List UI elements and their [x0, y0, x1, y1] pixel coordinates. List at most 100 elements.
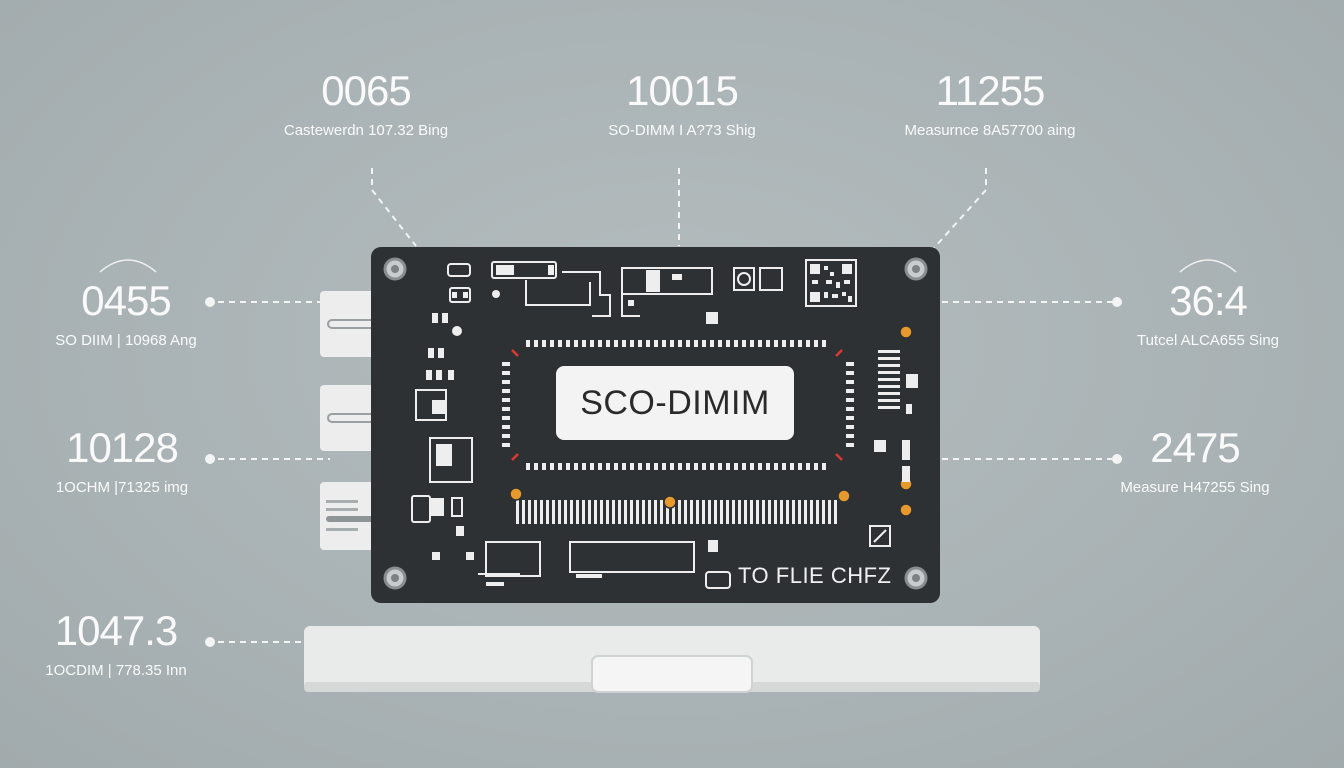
chip-pin: [550, 463, 554, 470]
chip-pin: [662, 340, 666, 347]
chip-pin: [782, 340, 786, 347]
chip-pin: [758, 340, 762, 347]
annotation-top-center: 10015 SO-DIMM I A?73 Shig: [582, 67, 782, 140]
qr-code: [805, 259, 857, 307]
edge-pin: [558, 500, 561, 524]
edge-pin: [528, 500, 531, 524]
chip-pin: [654, 340, 658, 347]
chip-pin: [742, 340, 746, 347]
chip-pin: [846, 434, 854, 438]
edge-pin: [708, 500, 711, 524]
chip-pin: [502, 407, 510, 411]
chip-pin: [846, 425, 854, 429]
annotation-value: 10015: [626, 67, 739, 114]
chip-pin: [726, 340, 730, 347]
edge-pin: [606, 500, 609, 524]
chip-pin: [590, 463, 594, 470]
chip-pin: [662, 463, 666, 470]
chip-pin: [846, 389, 854, 393]
annotation-label: Measure H47255 Sing: [1120, 479, 1270, 496]
edge-pin: [768, 500, 771, 524]
edge-pin: [546, 500, 549, 524]
annotation-label: 1OCHM |71325 img: [55, 479, 189, 496]
chip-pin: [502, 416, 510, 420]
edge-pin: [660, 500, 663, 524]
edge-pin: [810, 500, 813, 524]
chip-pin: [590, 340, 594, 347]
edge-pin: [678, 500, 681, 524]
chip-pin: [790, 340, 794, 347]
chip-pin: [598, 340, 602, 347]
mounting-hole: [383, 257, 928, 590]
base-plate: [304, 626, 1040, 693]
chip-pin: [606, 463, 610, 470]
chip-pin: [806, 340, 810, 347]
chip-pin: [782, 463, 786, 470]
edge-pin: [804, 500, 807, 524]
chip-pin: [638, 340, 642, 347]
chip-pin: [766, 340, 770, 347]
annotation-mid-left: 0455 SO DIIM | 10968 Ang: [26, 277, 226, 350]
chip-pin: [694, 463, 698, 470]
edge-pin: [738, 500, 741, 524]
edge-pin: [540, 500, 543, 524]
edge-pin: [642, 500, 645, 524]
edge-pin: [654, 500, 657, 524]
edge-pin: [744, 500, 747, 524]
chip-pin: [750, 340, 754, 347]
edge-pin: [720, 500, 723, 524]
chip-pin: [774, 463, 778, 470]
chip-pin: [758, 463, 762, 470]
right-components: [486, 350, 918, 586]
chip-pin: [670, 340, 674, 347]
right-outlines: [705, 525, 891, 589]
chip-pin: [630, 463, 634, 470]
chip-pin: [846, 371, 854, 375]
orange-screws: [509, 325, 913, 517]
edge-pin: [702, 500, 705, 524]
edge-pin: [600, 500, 603, 524]
annotation-label: Castewerdn 107.32 Bing: [283, 122, 449, 139]
edge-pin: [696, 500, 699, 524]
chip-pin: [686, 340, 690, 347]
edge-pin: [522, 500, 525, 524]
chip-pin: [670, 463, 674, 470]
edge-pin: [786, 500, 789, 524]
chip-pin: [558, 340, 562, 347]
edge-pin: [714, 500, 717, 524]
left-outlines: [411, 389, 695, 577]
chip-pin: [846, 416, 854, 420]
edge-pin: [756, 500, 759, 524]
chip-pin: [622, 340, 626, 347]
chip-pin: [846, 398, 854, 402]
chip-pin: [502, 380, 510, 384]
chip-pin: [694, 340, 698, 347]
chip-pin: [846, 380, 854, 384]
chip-pin: [654, 463, 658, 470]
arc-mark: [1179, 259, 1237, 273]
annotation-label: Measurnce 8A57700 aing: [904, 122, 1076, 139]
chip-pin: [678, 463, 682, 470]
chip-pin: [846, 407, 854, 411]
annotation-value: 11255: [935, 67, 1046, 114]
edge-pin: [798, 500, 801, 524]
chip-pin: [534, 463, 538, 470]
edge-pin: [780, 500, 783, 524]
mounting-hole-center: [391, 265, 920, 582]
chip-pin: [774, 340, 778, 347]
silkscreen-text: TO FLIE CHFZ: [738, 563, 892, 588]
chip-pin: [710, 340, 714, 347]
edge-pin: [552, 500, 555, 524]
chip-pin: [622, 463, 626, 470]
annotation-value: 36:4: [1169, 277, 1248, 324]
chip-pin: [806, 463, 810, 470]
edge-pin: [690, 500, 693, 524]
annotation-label: Tutcel ALCA655 Sing: [1136, 332, 1280, 349]
chip-pin: [582, 340, 586, 347]
chip-pin: [566, 340, 570, 347]
edge-pin: [666, 500, 669, 524]
chip-pin: [822, 463, 826, 470]
annotation-value: 0455: [81, 277, 171, 324]
chip-label: SCO-DIMIM: [556, 366, 794, 440]
edge-pin: [648, 500, 651, 524]
